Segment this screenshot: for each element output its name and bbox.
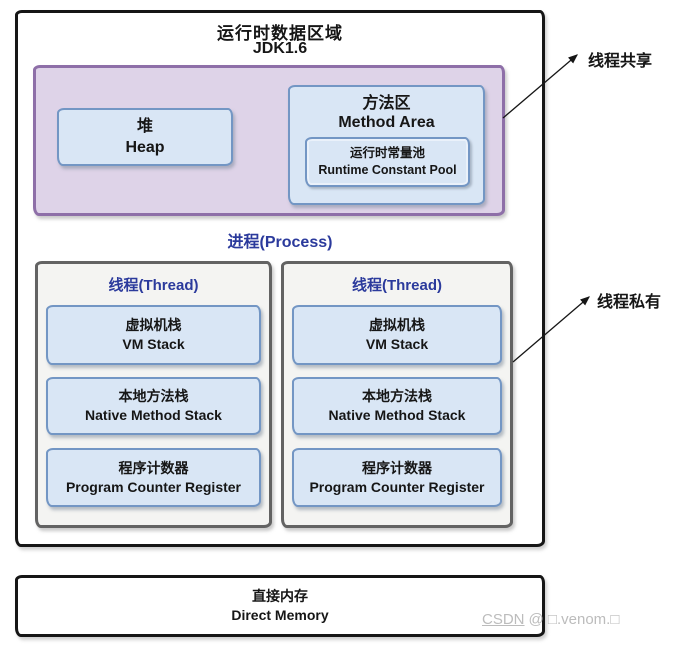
vm-stack-box-1: 虚拟机栈 VM Stack [46, 305, 261, 365]
heap-label-en: Heap [125, 139, 165, 156]
direct-memory-box: 直接内存 Direct Memory [15, 575, 545, 637]
native-stack-label-zh: 本地方法栈 [118, 388, 189, 404]
pc-label-en: Program Counter Register [65, 478, 242, 495]
thread-box-1: 线程(Thread) 虚拟机栈 VM Stack 本地方法栈 Native Me… [35, 261, 272, 528]
process-label: 进程(Process) [227, 234, 333, 251]
thread-shared-label: 线程共享 [588, 53, 653, 70]
pc-label-zh: 程序计数器 [362, 459, 432, 476]
thread-box-2: 线程(Thread) 虚拟机栈 VM Stack 本地方法栈 Native Me… [281, 261, 513, 528]
diagram-subtitle: JDK1.6 [252, 40, 308, 57]
runtime-data-area-box: 运行时数据区域 JDK1.6 堆 Heap 方法区 Method Area 运行… [15, 10, 545, 547]
vm-stack-label-zh: 虚拟机栈 [369, 317, 425, 333]
thread-private-label: 线程私有 [597, 294, 662, 311]
direct-memory-label-zh: 直接内存 [252, 588, 308, 604]
vm-stack-label-en: VM Stack [122, 336, 185, 352]
heap-label-zh: 堆 [136, 118, 153, 135]
watermark: CSDN@ □.venom.□ [482, 611, 619, 628]
diagram-title: 运行时数据区域 [217, 24, 343, 43]
vm-stack-label-zh: 虚拟机栈 [125, 317, 182, 333]
native-stack-label-en: Native Method Stack [85, 407, 222, 423]
thread-1-title: 线程(Thread) [108, 277, 199, 294]
watermark-handle: @ □.venom.□ [528, 611, 620, 628]
direct-memory-label-en: Direct Memory [231, 607, 329, 623]
runtime-constant-pool-box: 运行时常量池 Runtime Constant Pool [305, 137, 470, 187]
pc-label-en: Program Counter Register [309, 478, 485, 495]
program-counter-box-2: 程序计数器 Program Counter Register [292, 448, 502, 507]
native-stack-label-zh: 本地方法栈 [362, 388, 432, 404]
native-method-stack-box-1: 本地方法栈 Native Method Stack [46, 377, 261, 435]
program-counter-box-1: 程序计数器 Program Counter Register [46, 448, 261, 507]
watermark-brand: CSDN [482, 611, 525, 628]
method-area-label-en: Method Area [338, 114, 435, 131]
vm-stack-box-2: 虚拟机栈 VM Stack [292, 305, 502, 365]
method-area-label-zh: 方法区 [362, 95, 411, 112]
heap-box: 堆 Heap [57, 108, 233, 166]
native-method-stack-box-2: 本地方法栈 Native Method Stack [292, 377, 502, 435]
native-stack-label-en: Native Method Stack [328, 407, 466, 423]
pc-label-zh: 程序计数器 [118, 459, 189, 476]
thread-shared-region: 堆 Heap 方法区 Method Area 运行时常量池 Runtime Co… [33, 65, 505, 216]
rcp-label-zh: 运行时常量池 [349, 146, 425, 160]
vm-stack-label-en: VM Stack [365, 336, 429, 352]
thread-2-title: 线程(Thread) [351, 277, 442, 294]
rcp-label-en: Runtime Constant Pool [318, 163, 457, 177]
method-area-box: 方法区 Method Area 运行时常量池 Runtime Constant … [288, 85, 485, 205]
